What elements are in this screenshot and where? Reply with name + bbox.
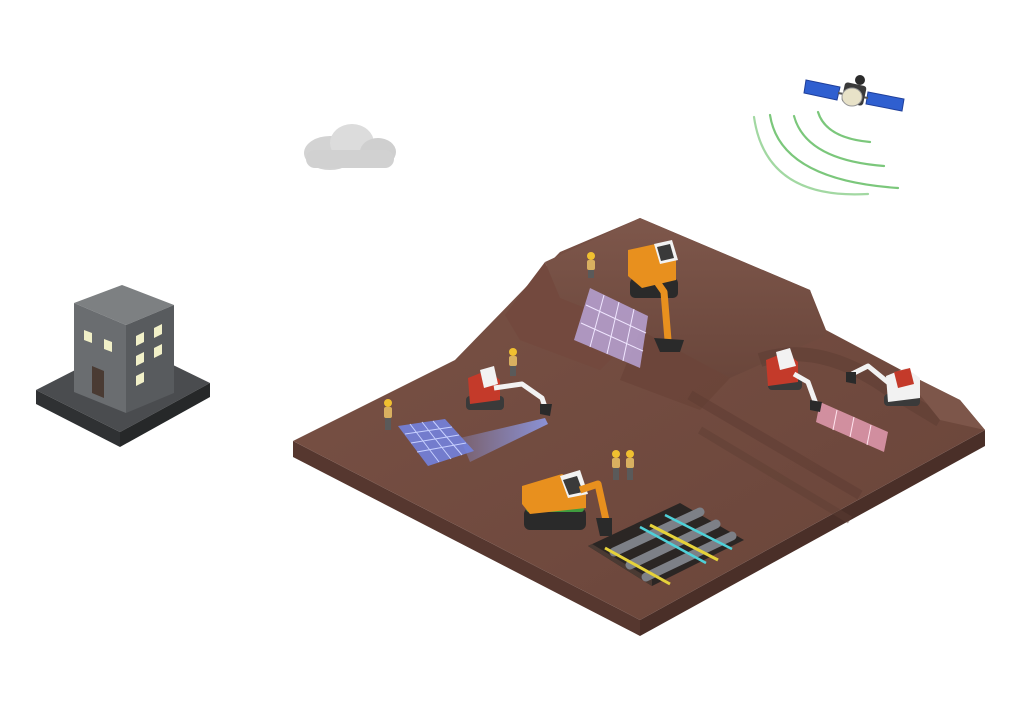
worker-icon xyxy=(587,252,595,278)
scan-grid-icon xyxy=(398,418,548,466)
signal-wave-icon xyxy=(752,110,900,196)
scan-grid-icon xyxy=(816,402,888,452)
worker-icon xyxy=(626,450,634,480)
satellite-icon xyxy=(803,75,905,112)
ground-terrain xyxy=(293,218,985,636)
underground-pipes-icon xyxy=(588,503,744,586)
window-light xyxy=(84,330,112,352)
excavator-icon xyxy=(766,348,822,412)
scan-grid-icon xyxy=(574,288,648,368)
cloud-icon xyxy=(304,124,396,170)
worker-icon xyxy=(612,450,620,480)
office-building-icon xyxy=(36,285,210,447)
worker-icon xyxy=(509,348,517,376)
excavator-icon xyxy=(466,366,552,416)
excavator-icon xyxy=(522,470,612,536)
excavator-icon xyxy=(846,363,920,406)
worker-icon xyxy=(384,399,392,430)
excavator-icon xyxy=(628,240,684,352)
